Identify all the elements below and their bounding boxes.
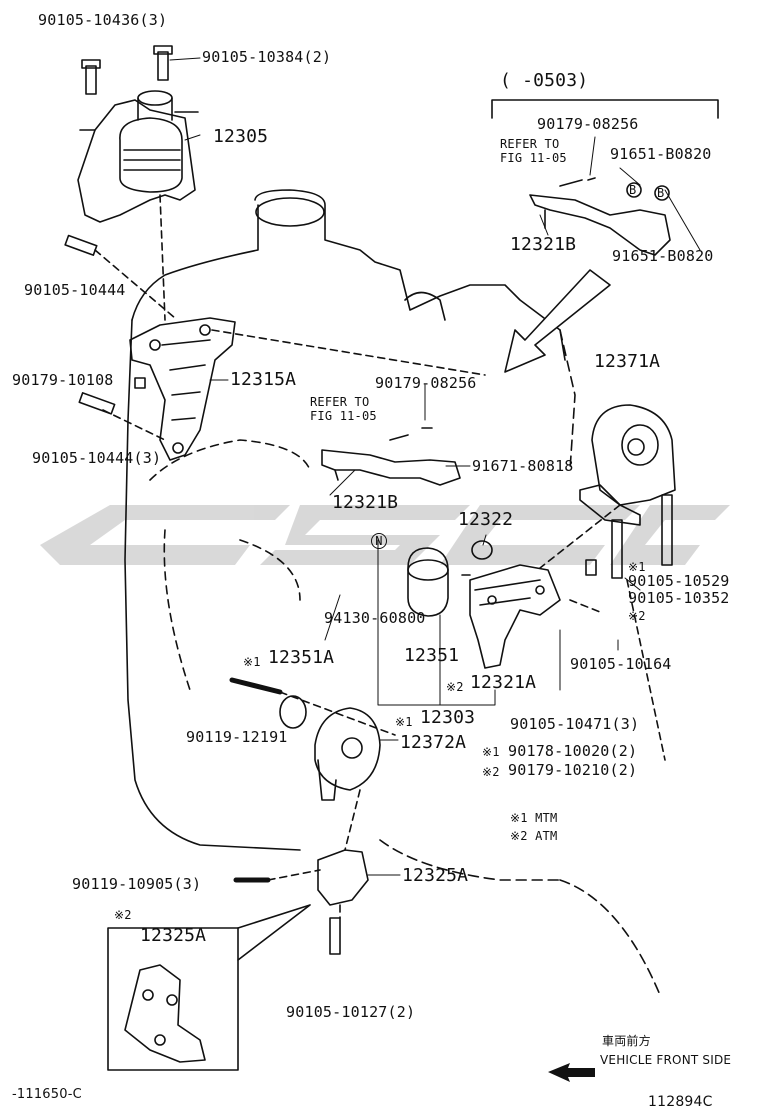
label-12321B: 12321B bbox=[332, 492, 399, 513]
inset-mark: ※2 bbox=[114, 908, 132, 922]
footer-right-code: 112894C bbox=[648, 1094, 713, 1110]
bracket-12321A bbox=[461, 540, 561, 669]
mount-12371A bbox=[579, 404, 676, 579]
label-12351: 12351 bbox=[404, 645, 460, 666]
bushing-12351A bbox=[229, 677, 307, 729]
mark-2-a: ※2 bbox=[628, 609, 646, 623]
refer-mid-a: REFER TO bbox=[310, 395, 370, 409]
label-90105-10529: 90105-10529 bbox=[628, 572, 730, 590]
bracket-12321B bbox=[321, 427, 461, 486]
label-91671-80818: 91671-80818 bbox=[472, 457, 574, 475]
label-12325A-inset: 12325A bbox=[140, 925, 207, 946]
label-91651-b0820-b: 91651-B0820 bbox=[612, 247, 714, 265]
bracket-12325A bbox=[233, 849, 369, 955]
marker-b-2: B bbox=[657, 186, 665, 200]
label-12372A: 12372A bbox=[400, 732, 467, 753]
footer-left-code: -111650-C bbox=[12, 1087, 82, 1102]
label-91651-b0820-a: 91651-B0820 bbox=[610, 145, 712, 163]
direction-en: VEHICLE FRONT SIDE bbox=[600, 1053, 732, 1067]
label-90179-08256: 90179-08256 bbox=[375, 374, 477, 392]
marker-b-1: B bbox=[629, 183, 637, 197]
mark-1-c: ※1 bbox=[395, 715, 413, 729]
engine-outline bbox=[124, 189, 661, 996]
direction-arrow-large bbox=[504, 269, 611, 373]
label-90105-10127: 90105-10127(2) bbox=[286, 1003, 416, 1021]
label-90105-10444: 90105-10444 bbox=[24, 281, 126, 299]
note-atm: ※2 ATM bbox=[510, 829, 558, 843]
label-90105-10444-3: 90105-10444(3) bbox=[32, 449, 162, 467]
mark-1-b: ※1 bbox=[243, 655, 261, 669]
label-90105-10436: 90105-10436(3) bbox=[38, 11, 168, 29]
label-90105-10164: 90105-10164 bbox=[570, 655, 672, 673]
label-12305: 12305 bbox=[213, 126, 269, 147]
inset-12325A bbox=[107, 904, 311, 1071]
label-90105-10352: 90105-10352 bbox=[628, 589, 730, 607]
mark-1-d: ※1 bbox=[482, 745, 500, 759]
direction-ja: 車両前方 bbox=[602, 1034, 651, 1048]
label-12321A: 12321A bbox=[470, 672, 537, 693]
label-12315A: 12315A bbox=[230, 369, 297, 390]
bracket-12321B-inset bbox=[491, 99, 719, 256]
label-90179-08256-top: 90179-08256 bbox=[537, 115, 639, 133]
label-12351A: 12351A bbox=[268, 647, 335, 668]
label-90179-10210: 90179-10210(2) bbox=[508, 761, 638, 779]
label-12371A: 12371A bbox=[594, 351, 661, 372]
mark-1-a: ※1 bbox=[628, 560, 646, 574]
date-range: ( -0503) bbox=[500, 70, 589, 91]
label-90119-12191: 90119-12191 bbox=[186, 728, 288, 746]
label-90105-10471: 90105-10471(3) bbox=[510, 715, 640, 733]
mark-2-c: ※2 bbox=[482, 765, 500, 779]
label-12303: 12303 bbox=[420, 707, 476, 728]
dashed-leaders bbox=[94, 194, 666, 919]
bracket-12315A bbox=[64, 234, 236, 461]
label-90179-10108: 90179-10108 bbox=[12, 371, 114, 389]
mark-2-b: ※2 bbox=[446, 680, 464, 694]
marker-n: N bbox=[371, 533, 387, 549]
label-leaders bbox=[169, 57, 701, 876]
refer-top-a: REFER TO bbox=[500, 137, 560, 151]
mount-12305 bbox=[77, 45, 199, 223]
note-mtm: ※1 MTM bbox=[510, 811, 558, 825]
direction-arrow-small bbox=[548, 1063, 595, 1082]
label-12322: 12322 bbox=[458, 509, 514, 530]
label-90105-10384: 90105-10384(2) bbox=[202, 48, 332, 66]
label-12325A: 12325A bbox=[402, 865, 469, 886]
label-94130-60800: 94130-60800 bbox=[324, 609, 426, 627]
refer-mid-b: FIG 11-05 bbox=[310, 409, 377, 423]
label-90178-10020: 90178-10020(2) bbox=[508, 742, 638, 760]
bushing-12351 bbox=[407, 547, 449, 617]
refer-top-b: FIG 11-05 bbox=[500, 151, 567, 165]
mount-12372A bbox=[314, 707, 381, 801]
label-90119-10905: 90119-10905(3) bbox=[72, 875, 202, 893]
label-12321B-top: 12321B bbox=[510, 234, 577, 255]
